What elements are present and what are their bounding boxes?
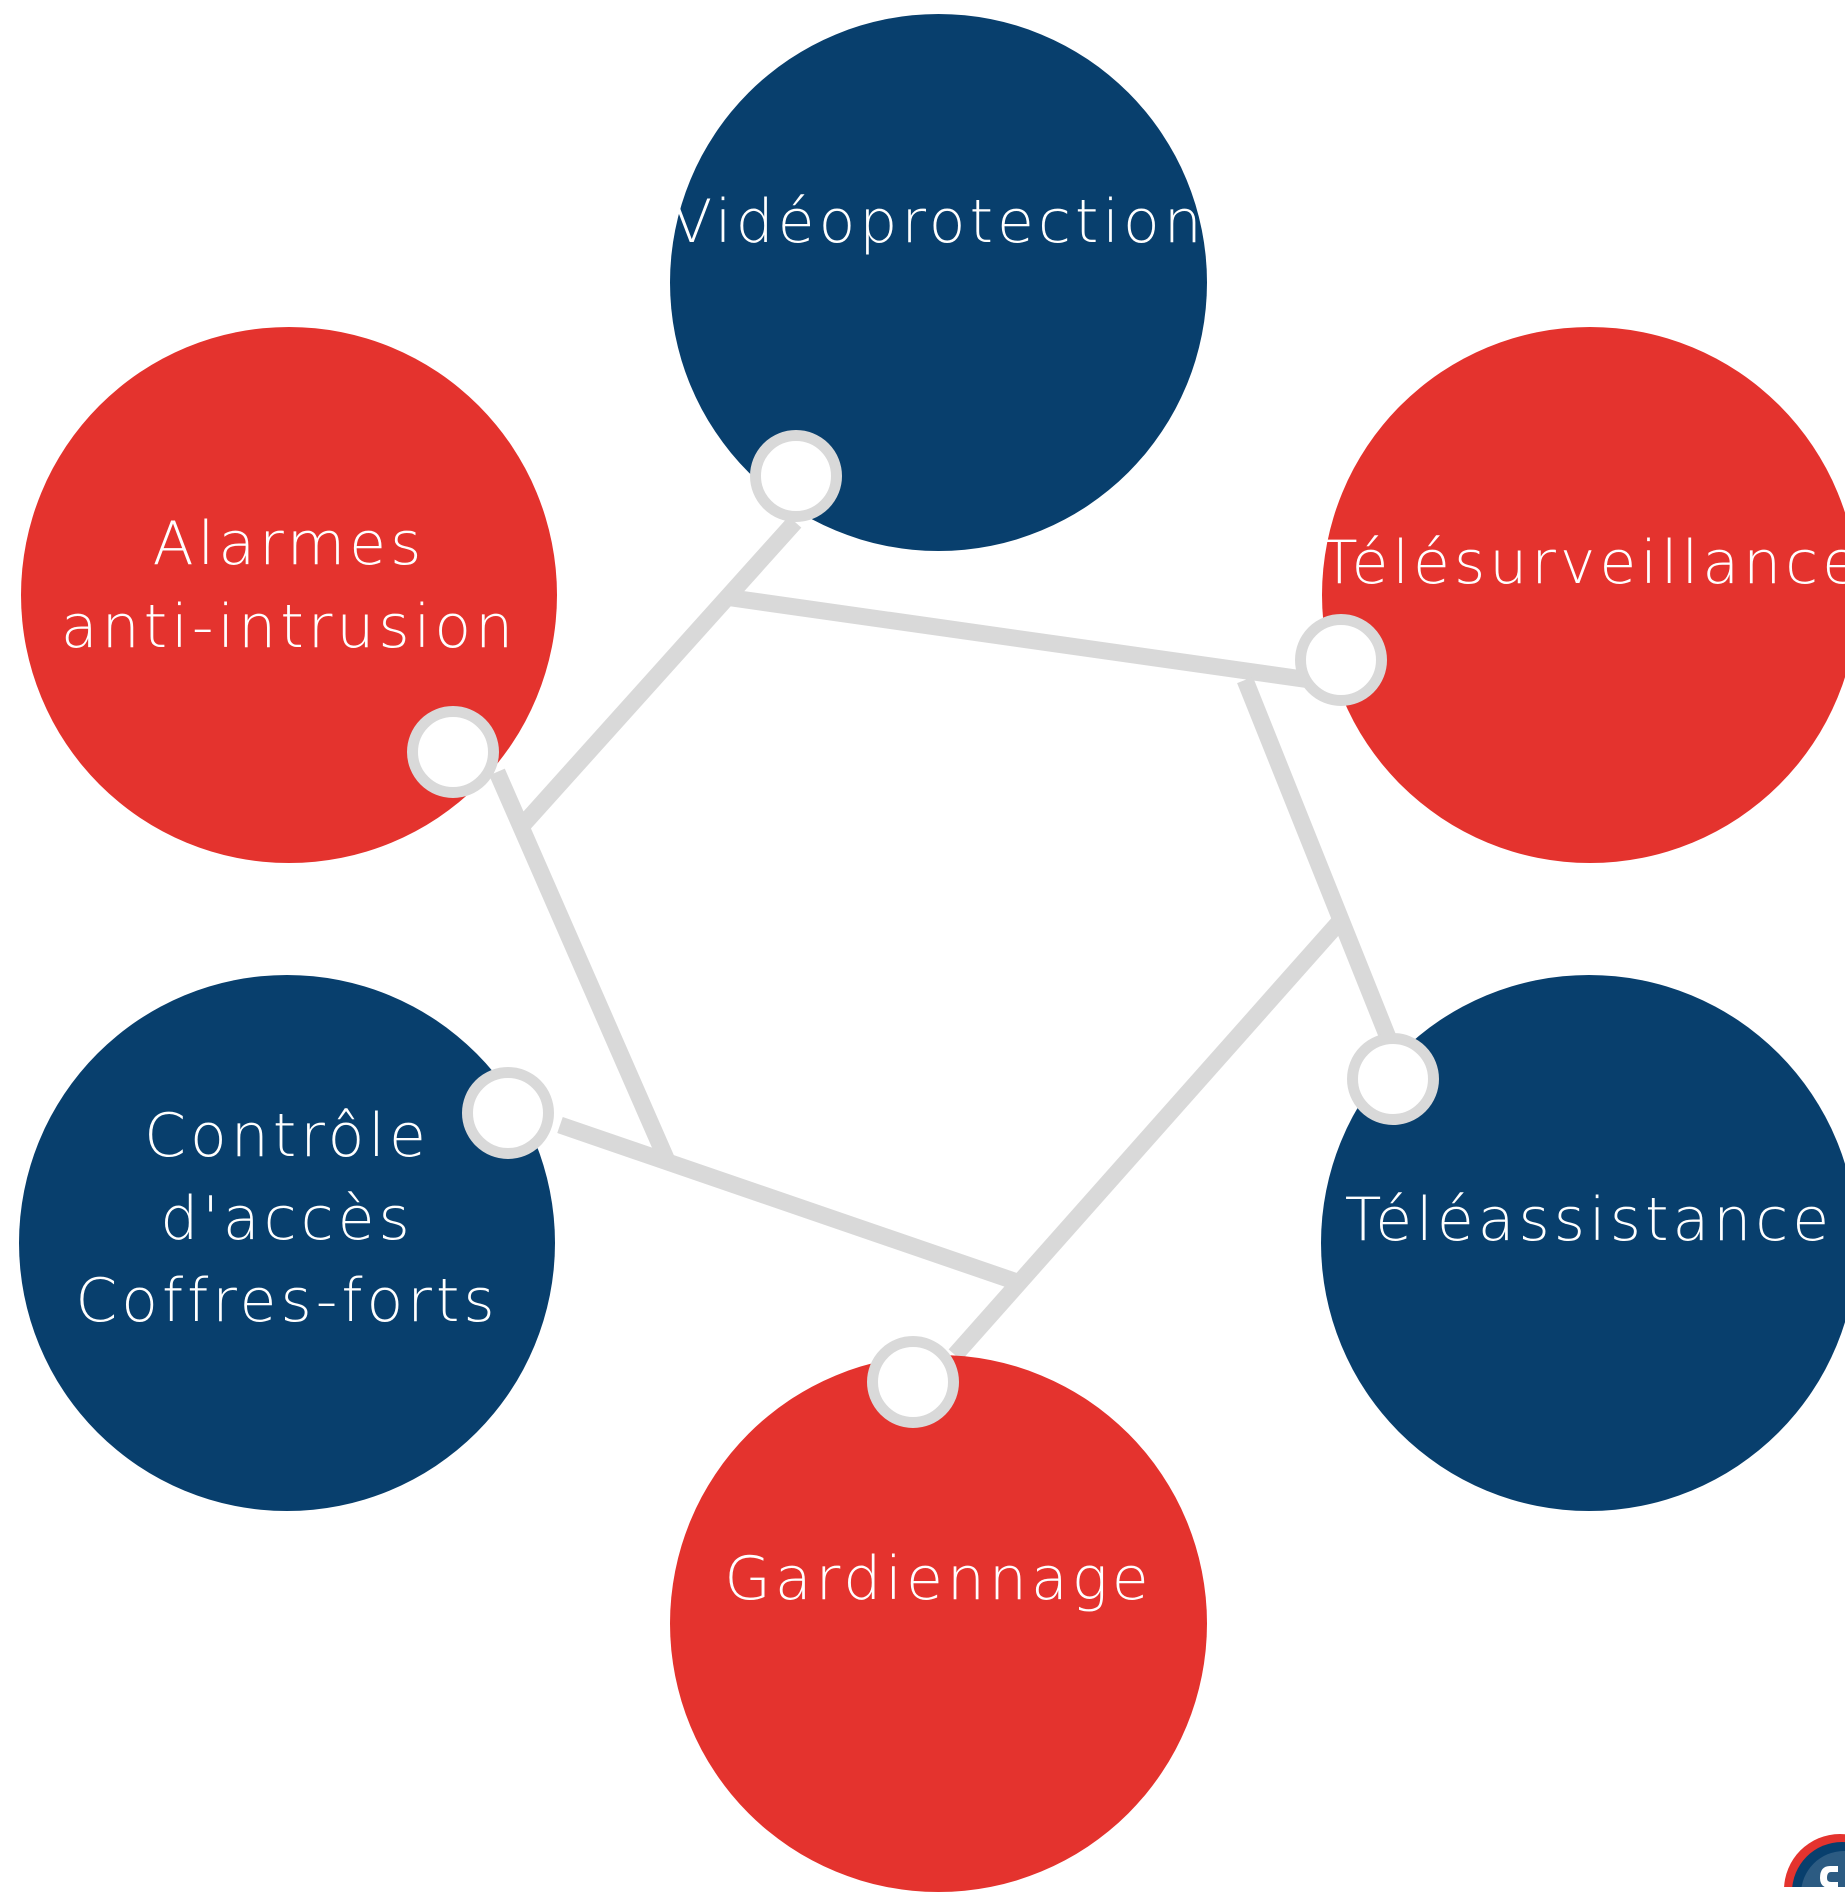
connector-knob [1347, 1033, 1439, 1125]
node-label-telesurveillance: Télésurveillance [1320, 527, 1845, 598]
node-label-alarmes: Alarmes anti-intrusion [60, 509, 518, 662]
connector-knob [407, 706, 499, 798]
connector-knob [867, 1336, 959, 1428]
node-telesurveillance: Télésurveillance [1320, 327, 1845, 863]
connector-line [557, 1116, 1020, 1291]
connector-line [489, 768, 676, 1167]
node-label-gardiennage: Gardiennage [724, 1544, 1153, 1615]
company-logo-icon [1778, 1828, 1845, 1887]
connector-knob [750, 430, 842, 522]
connector-line [1237, 676, 1403, 1059]
node-controle-acces: Contrôle d'accès Coffres-forts [19, 975, 555, 1511]
connector-knob [462, 1067, 554, 1159]
node-label-teleassistance: Téléassistance [1344, 1184, 1834, 1255]
connector-line [723, 588, 1312, 689]
node-label-controle: Contrôle d'accès Coffres-forts [75, 1100, 499, 1337]
connector-line [948, 913, 1349, 1361]
node-label-videoprotection: Vidéoprotection [671, 187, 1206, 258]
node-gardiennage: Gardiennage [670, 1355, 1207, 1892]
connector-knob [1295, 614, 1387, 706]
connector-line [513, 516, 802, 834]
